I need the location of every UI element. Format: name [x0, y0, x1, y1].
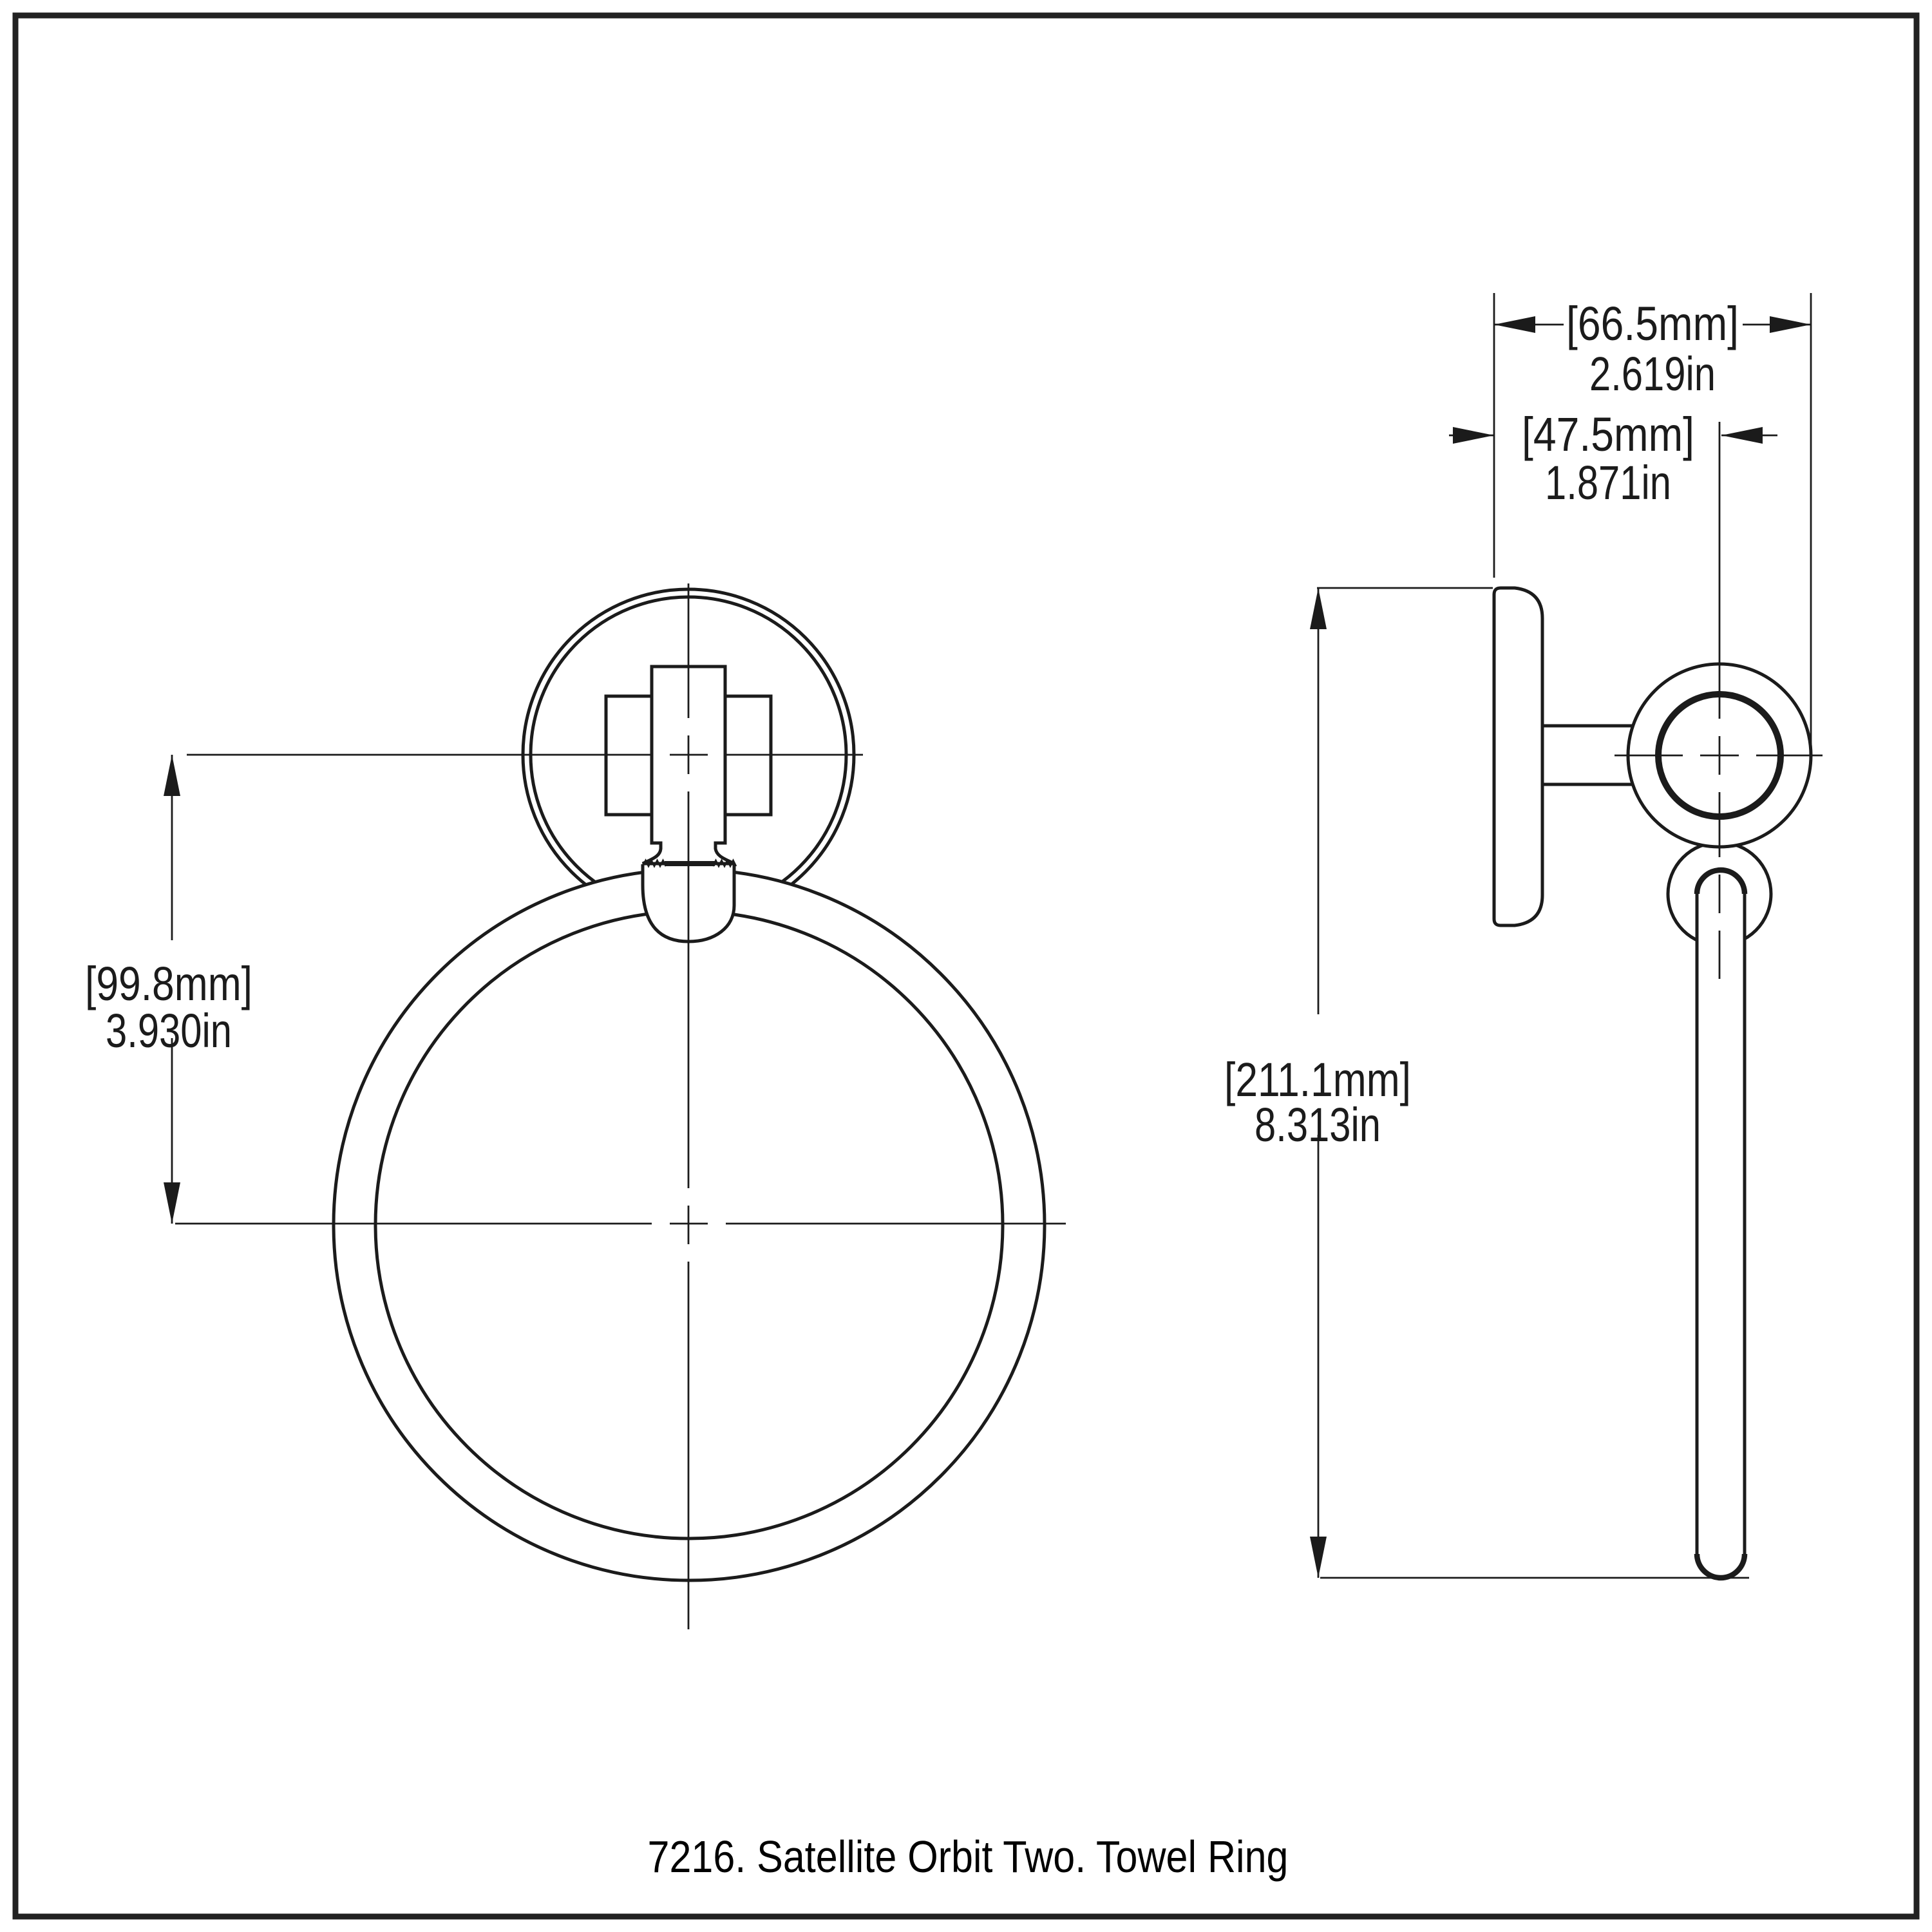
- ring-tube-fill: [1697, 870, 1745, 1578]
- arrow-up-icon: [1310, 588, 1327, 629]
- dimension-plate-to-ring-center: [99.8mm] 3.930in: [85, 755, 252, 1224]
- dim-47-in-label: 1.871in: [1545, 456, 1671, 509]
- arrow-left-icon: [1721, 427, 1763, 444]
- wall-plate-side: [1492, 586, 1544, 927]
- dimension-overall-height: [211.1mm] 8.313in: [1224, 587, 1749, 1579]
- dimension-overall-projection: [66.5mm] 2.619in: [1493, 293, 1812, 747]
- dim-47-mm-label: [47.5mm]: [1522, 408, 1694, 461]
- arrow-right-icon: [1770, 316, 1811, 333]
- dimension-wall-to-ring-center: [47.5mm] 1.871in: [1449, 408, 1777, 509]
- dim-99-in-label: 3.930in: [106, 1004, 232, 1057]
- drawing-caption: 7216. Satellite Orbit Two. Towel Ring: [648, 1832, 1289, 1882]
- sheet-border: [12, 12, 1920, 1920]
- arrow-down-icon: [1310, 1537, 1327, 1578]
- knurl-hatch-left: [641, 858, 667, 868]
- arrow-down-icon: [164, 1182, 180, 1224]
- dim-211-in-label: 8.313in: [1255, 1098, 1381, 1151]
- knurl-hatch-right: [712, 858, 737, 868]
- arrow-up-icon: [164, 755, 180, 796]
- arrow-right-icon: [1453, 427, 1494, 444]
- dim-211-mm-label: [211.1mm]: [1224, 1053, 1411, 1106]
- dim-99-mm-label: [99.8mm]: [85, 957, 252, 1010]
- centerlines: [175, 422, 1823, 1629]
- ring-tube-top-cap: [1694, 867, 1748, 895]
- dim-66-mm-label: [66.5mm]: [1566, 297, 1739, 350]
- arrow-left-icon: [1494, 316, 1535, 333]
- dim-66-in-label: 2.619in: [1589, 347, 1716, 401]
